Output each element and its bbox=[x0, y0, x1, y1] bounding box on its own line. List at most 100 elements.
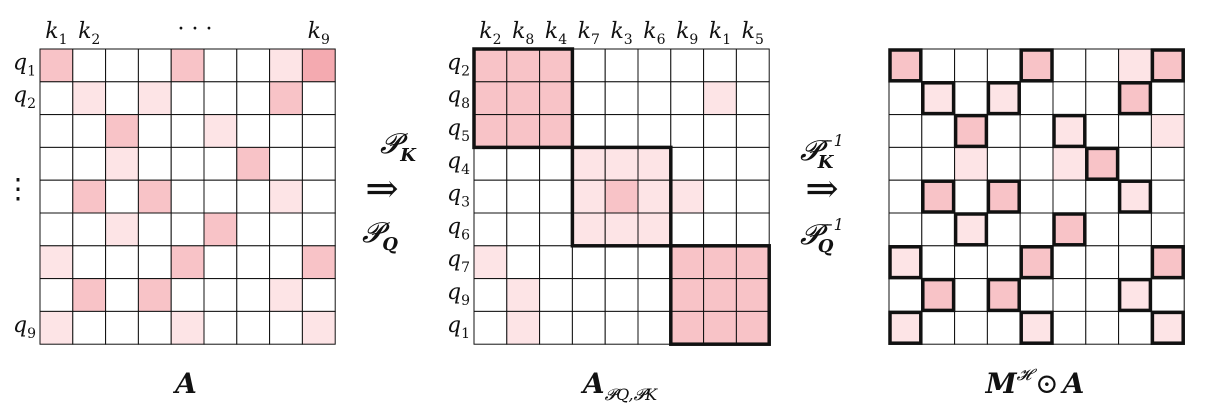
matrix-cell bbox=[236, 81, 271, 116]
matrix-cell bbox=[735, 146, 770, 181]
mask-cell-outline bbox=[1085, 146, 1120, 181]
matrix-cell bbox=[539, 245, 573, 280]
matrix-cell bbox=[39, 212, 74, 247]
matrix-cell bbox=[604, 179, 639, 214]
matrix-cell bbox=[1150, 278, 1185, 312]
matrix-cell bbox=[1019, 81, 1054, 116]
masked-matrix-grid bbox=[888, 48, 1185, 345]
mask-cell-outline bbox=[888, 245, 923, 280]
matrix-cell bbox=[1019, 146, 1054, 181]
matrix-cell bbox=[203, 278, 238, 312]
matrix-cell bbox=[1052, 146, 1087, 181]
matrix-cell bbox=[1085, 212, 1120, 247]
matrix-cell bbox=[637, 146, 672, 181]
matrix-cell bbox=[1019, 310, 1054, 345]
column-ellipsis: · · · bbox=[178, 17, 213, 42]
matrix-cell bbox=[506, 310, 541, 345]
matrix-cell bbox=[473, 146, 508, 181]
matrix-cell bbox=[506, 48, 541, 83]
matrix-cell bbox=[170, 310, 205, 345]
matrix-cell bbox=[637, 212, 672, 247]
matrix-cell bbox=[954, 114, 988, 148]
matrix-cell bbox=[269, 278, 303, 312]
matrix-cell bbox=[170, 245, 205, 280]
matrix-cell bbox=[539, 146, 573, 181]
matrix-cell bbox=[986, 81, 1021, 116]
matrix-cell bbox=[986, 278, 1021, 312]
matrix-cell bbox=[1019, 48, 1054, 83]
matrix-cell bbox=[203, 245, 238, 280]
matrix-cell bbox=[921, 114, 956, 148]
matrix-cell bbox=[39, 278, 74, 312]
matrix-cell bbox=[1150, 146, 1185, 181]
matrix-cell bbox=[105, 310, 139, 345]
matrix-cell bbox=[1019, 245, 1054, 280]
matrix-cell bbox=[72, 146, 107, 181]
matrix-cell bbox=[888, 146, 923, 181]
block-diagonal-outline bbox=[669, 244, 771, 346]
matrix-cell bbox=[1085, 310, 1120, 345]
matrix-cell bbox=[703, 146, 737, 181]
row-label: q2 bbox=[447, 50, 470, 79]
matrix-cell bbox=[1085, 81, 1120, 116]
matrix-cell bbox=[735, 48, 770, 83]
matrix-cell bbox=[203, 146, 238, 181]
matrix-cell bbox=[954, 48, 988, 83]
row-label: q9 bbox=[13, 313, 36, 342]
matrix-cell bbox=[170, 48, 205, 83]
matrix-cell bbox=[637, 48, 672, 83]
matrix-cell bbox=[571, 81, 606, 116]
matrix-cell bbox=[170, 278, 205, 312]
mask-cell-outline bbox=[1117, 277, 1153, 313]
matrix-cell bbox=[604, 114, 639, 148]
matrix-cell bbox=[1052, 179, 1087, 214]
matrix-cell bbox=[703, 310, 737, 345]
row-label: q2 bbox=[13, 83, 36, 112]
matrix-cell bbox=[604, 146, 639, 181]
double-arrow-icon: ⇒ bbox=[365, 166, 399, 212]
matrix-cell bbox=[105, 48, 139, 83]
row-label: q1 bbox=[447, 313, 470, 342]
matrix-cell bbox=[954, 245, 988, 280]
matrix-cell bbox=[888, 48, 923, 83]
matrix-cell bbox=[1118, 310, 1152, 345]
matrix-cell bbox=[39, 114, 74, 148]
matrix-cell bbox=[39, 81, 74, 116]
matrix-cell bbox=[170, 146, 205, 181]
matrix-cell bbox=[1052, 278, 1087, 312]
matrix-cell bbox=[236, 114, 271, 148]
mask-cell-outline bbox=[921, 81, 956, 116]
mask-cell-outline bbox=[1019, 310, 1054, 345]
matrix-cell bbox=[703, 212, 737, 247]
mask-cell-outline bbox=[1052, 113, 1087, 149]
matrix-cell bbox=[670, 212, 705, 247]
matrix-cell bbox=[39, 179, 74, 214]
matrix-cell bbox=[72, 114, 107, 148]
matrix-cell bbox=[473, 310, 508, 345]
matrix-cell bbox=[269, 212, 303, 247]
matrix-cell bbox=[269, 81, 303, 116]
matrix-cell bbox=[137, 146, 172, 181]
row-label: q8 bbox=[447, 83, 470, 112]
matrix-cell bbox=[236, 48, 271, 83]
matrix-cell bbox=[1150, 212, 1185, 247]
matrix-cell bbox=[735, 179, 770, 214]
mask-cell-outline bbox=[921, 277, 956, 313]
mask-cell-outline bbox=[986, 81, 1021, 116]
matrix-cell bbox=[888, 278, 923, 312]
mask-cell-outline bbox=[953, 113, 989, 149]
permuted-matrix-blocks bbox=[472, 47, 771, 346]
matrix-cell bbox=[735, 114, 770, 148]
matrix-cell bbox=[986, 310, 1021, 345]
matrix-cell bbox=[571, 179, 606, 214]
matrix-cell bbox=[1085, 179, 1120, 214]
matrix-cell bbox=[39, 310, 74, 345]
matrix-cell bbox=[269, 179, 303, 214]
matrix-cell bbox=[921, 278, 956, 312]
column-label: k2 bbox=[479, 19, 501, 48]
matrix-cell bbox=[473, 179, 508, 214]
matrix-cell bbox=[506, 212, 541, 247]
matrix-cell bbox=[1118, 114, 1152, 148]
